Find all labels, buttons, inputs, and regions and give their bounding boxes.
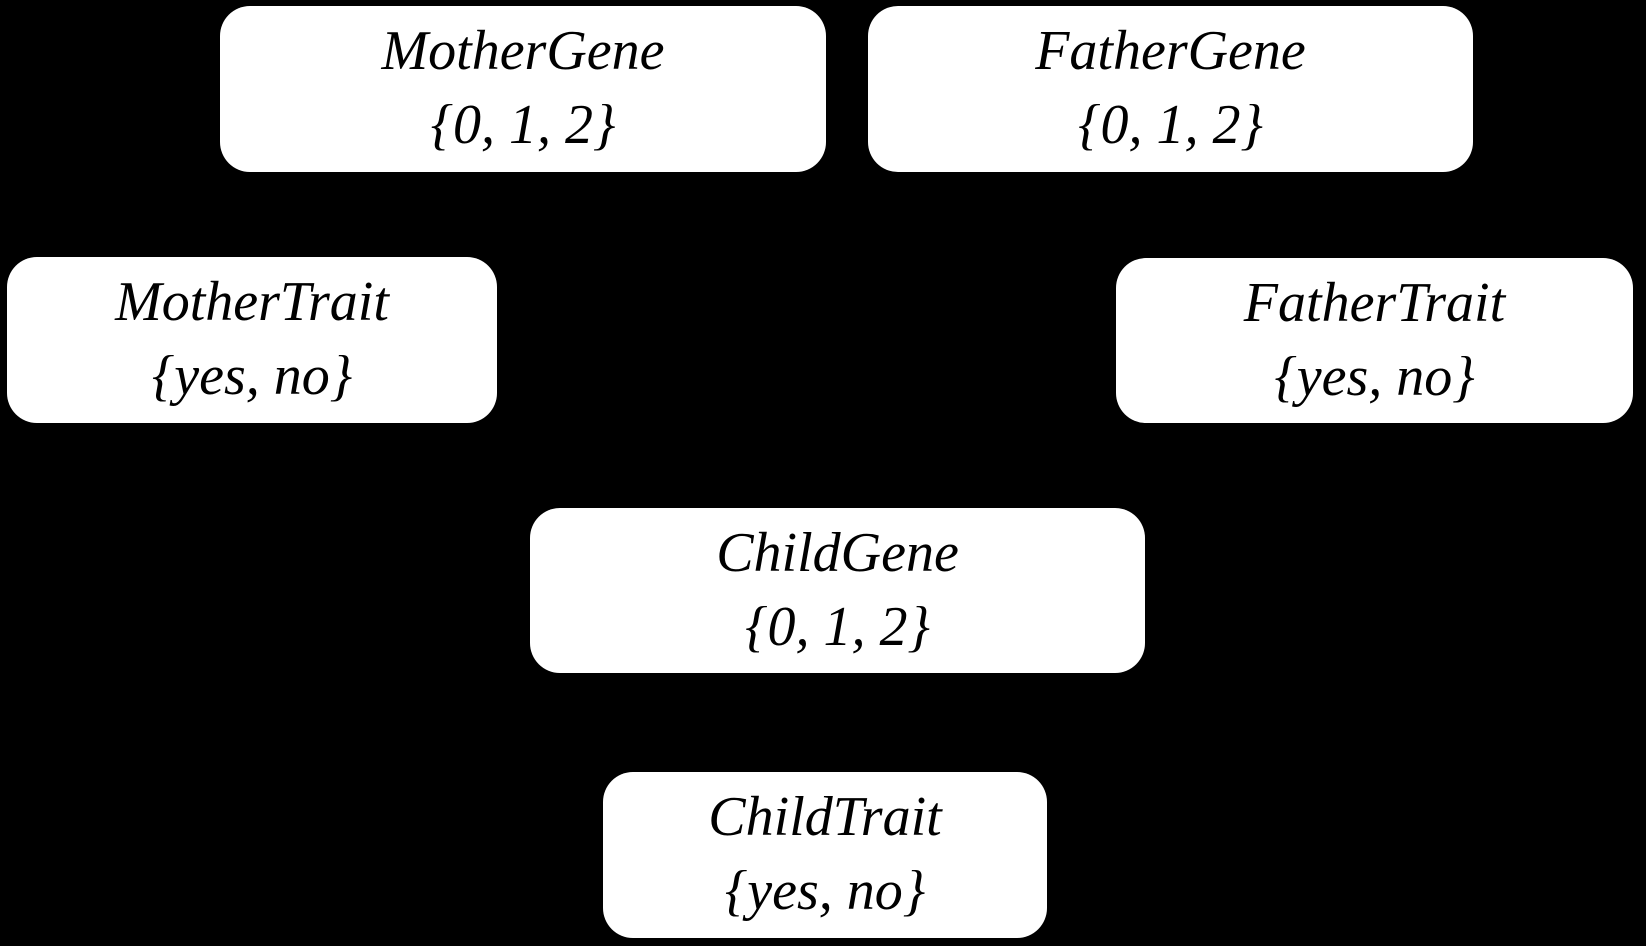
node-child-gene: ChildGene {0, 1, 2} bbox=[530, 508, 1145, 673]
node-father-trait: FatherTrait {yes, no} bbox=[1116, 258, 1633, 423]
node-father-trait-values: {yes, no} bbox=[1274, 345, 1475, 408]
node-mother-gene-label: MotherGene bbox=[381, 20, 665, 83]
node-father-gene: FatherGene {0, 1, 2} bbox=[868, 6, 1473, 172]
node-mother-gene: MotherGene {0, 1, 2} bbox=[220, 6, 826, 172]
node-child-gene-values: {0, 1, 2} bbox=[745, 595, 930, 658]
node-child-gene-label: ChildGene bbox=[716, 521, 959, 584]
node-child-trait: ChildTrait {yes, no} bbox=[603, 772, 1047, 938]
node-child-trait-values: {yes, no} bbox=[724, 860, 926, 922]
node-mother-trait: MotherTrait {yes, no} bbox=[7, 257, 497, 423]
node-father-gene-values: {0, 1, 2} bbox=[1078, 94, 1263, 156]
node-mother-gene-values: {0, 1, 2} bbox=[430, 94, 616, 156]
node-child-trait-label: ChildTrait bbox=[708, 786, 942, 849]
node-mother-trait-label: MotherTrait bbox=[115, 271, 389, 334]
node-father-gene-label: FatherGene bbox=[1035, 20, 1306, 83]
node-father-trait-label: FatherTrait bbox=[1243, 271, 1506, 334]
node-mother-trait-values: {yes, no} bbox=[151, 345, 353, 407]
